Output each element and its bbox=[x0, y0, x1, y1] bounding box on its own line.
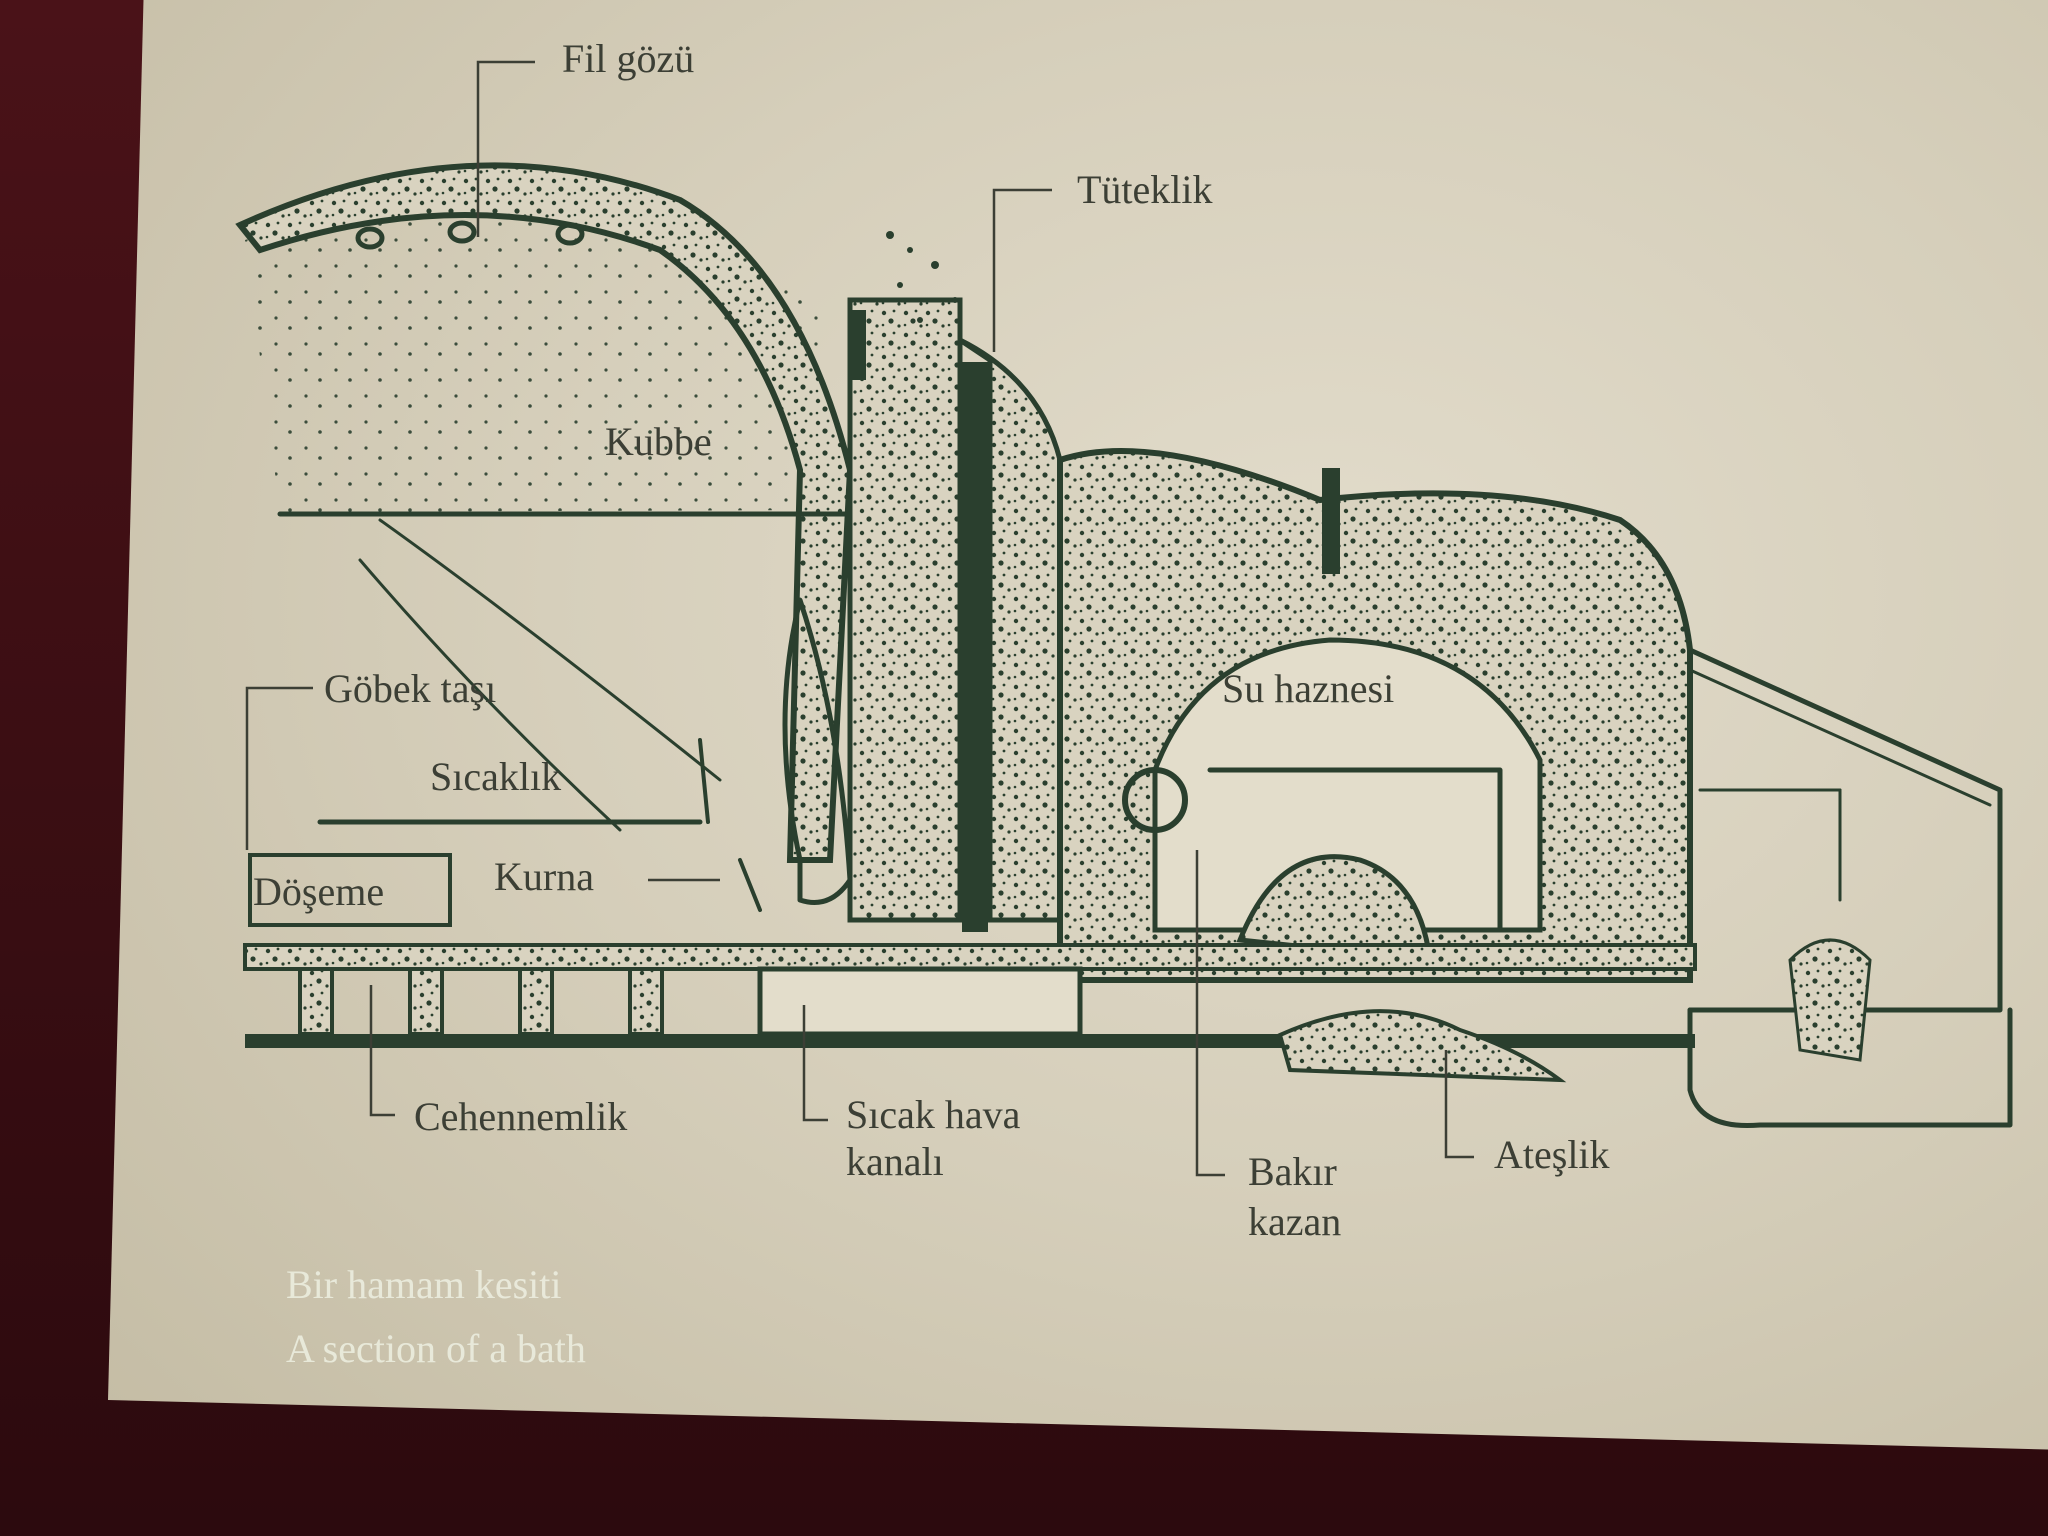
label-doseme: Döşeme bbox=[253, 869, 384, 914]
label-fil-gozu: Fil gözü bbox=[562, 36, 694, 81]
label-bakir-line2: kazan bbox=[1248, 1199, 1341, 1244]
fil-gozu-window bbox=[355, 226, 385, 250]
label-cehennemlik: Cehennemlik bbox=[414, 1094, 627, 1139]
kurna-basin bbox=[782, 597, 853, 905]
cehennemlik-pillar bbox=[628, 967, 664, 1036]
su-haznesi-chamber bbox=[1152, 637, 1543, 933]
dome-shell bbox=[235, 162, 854, 863]
leader-lines bbox=[245, 60, 1474, 1177]
fil-gozu-window bbox=[447, 220, 477, 244]
bakir-kazan bbox=[1236, 854, 1433, 963]
label-sicaklik: Sıcaklık bbox=[430, 754, 561, 799]
tuteklik-flue bbox=[962, 362, 988, 932]
label-kurna: Kurna bbox=[494, 854, 594, 899]
label-su-haznesi: Su haznesi bbox=[1222, 666, 1394, 711]
label-sicak-hava-line1: Sıcak hava bbox=[846, 1092, 1021, 1137]
water-tank-structure bbox=[1057, 448, 1693, 983]
label-bakir-line1: Bakır bbox=[1248, 1149, 1337, 1194]
hypocaust-floor bbox=[243, 943, 1697, 1083]
stoker-room bbox=[1687, 647, 2013, 1129]
chimney-wall bbox=[847, 297, 1063, 932]
caption-en: A section of a bath bbox=[286, 1326, 586, 1371]
label-tuteklik: Tüteklik bbox=[1077, 167, 1213, 212]
label-ateslik: Ateşlik bbox=[1494, 1132, 1610, 1177]
dome-interior bbox=[245, 210, 840, 832]
doseme-platform bbox=[248, 853, 452, 927]
cehennemlik-pillar bbox=[518, 967, 554, 1036]
smoke bbox=[886, 231, 958, 323]
caption-tr: Bir hamam kesiti bbox=[286, 1262, 562, 1307]
fil-gozu-window bbox=[555, 222, 585, 246]
cehennemlik-pillar bbox=[408, 967, 444, 1036]
label-sicak-hava-line2: kanalı bbox=[846, 1139, 944, 1184]
label-gobek-tasi: Göbek taşı bbox=[324, 666, 496, 711]
label-kubbe: Kubbe bbox=[605, 419, 712, 464]
ateslik-firebox bbox=[1277, 1009, 1567, 1083]
sicak-hava-kanali-duct bbox=[757, 966, 1083, 1037]
cehennemlik-pillar bbox=[298, 967, 334, 1036]
